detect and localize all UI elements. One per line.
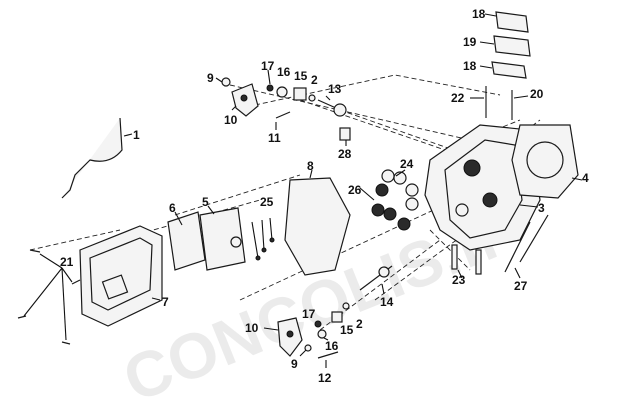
part-28-adjuster: [339, 127, 351, 146]
label-22: 22: [451, 91, 465, 105]
part-9-screw-top: [215, 77, 231, 87]
part-16-ring-bottom: [317, 329, 329, 341]
label-13: 13: [328, 82, 342, 96]
label-1: 1: [133, 128, 140, 142]
label-12: 12: [318, 371, 332, 385]
part-23-dowels: [451, 244, 482, 279]
label-24: 24: [400, 157, 414, 171]
part-17-shim-bottom: [314, 320, 322, 328]
label-18: 18: [472, 7, 486, 21]
label-21: 21: [60, 255, 74, 269]
part-18-flange-top: [484, 11, 529, 33]
label-17: 17: [302, 307, 316, 321]
label-20: 20: [530, 87, 544, 101]
label-6: 6: [169, 201, 176, 215]
label-25: 25: [260, 195, 274, 209]
part-26-valve-keepers: [359, 183, 411, 231]
label-19: 19: [463, 35, 477, 49]
label-16: 16: [277, 65, 291, 79]
label-3: 3: [538, 201, 545, 215]
part-7-head-cover: [79, 225, 163, 327]
part-9-screw-bottom: [299, 344, 312, 357]
label-10: 10: [245, 321, 259, 335]
part-12-pin-bottom: [317, 351, 339, 368]
part-21-cover-bolts: [17, 249, 81, 345]
label-9: 9: [291, 357, 298, 371]
label-28: 28: [338, 147, 352, 161]
label-2: 2: [311, 73, 318, 87]
label-15: 15: [340, 323, 354, 337]
part-4-head-gasket: [511, 124, 583, 199]
label-15: 15: [294, 69, 308, 83]
label-11: 11: [268, 131, 281, 145]
label-8: 8: [307, 159, 314, 173]
part-25-bolts: [251, 217, 275, 261]
part-2-washer-bottom: [342, 302, 350, 310]
part-3-cylinder-head: [424, 124, 541, 251]
part-14-rocker-shaft-bottom: [359, 265, 393, 295]
part-6-plate: [167, 211, 206, 271]
part-5-plate: [199, 205, 246, 271]
label-9: 9: [207, 71, 214, 85]
label-4: 4: [582, 171, 589, 185]
part-22-stud: [470, 86, 487, 118]
label-7: 7: [162, 295, 169, 309]
label-5: 5: [202, 195, 209, 209]
part-labels: 1 2 2 3 4 5 6 7 8 9 9 10 10 11 12 13 14 …: [60, 7, 589, 385]
part-1-breather-hose: [61, 117, 133, 199]
label-27: 27: [514, 279, 528, 293]
label-23: 23: [452, 273, 466, 287]
part-2-washer-top: [308, 94, 316, 102]
part-18-flange-bottom: [479, 61, 527, 79]
part-24-valve-washers: [381, 169, 419, 211]
part-16-ring-top: [276, 86, 288, 98]
part-10-rocker-bottom: [263, 317, 303, 357]
part-10-rocker-top: [231, 83, 259, 117]
label-26: 26: [348, 183, 362, 197]
label-14: 14: [380, 295, 394, 309]
part-20-stud: [511, 90, 529, 120]
part-15-spring-bottom: [331, 311, 343, 323]
label-10: 10: [224, 113, 238, 127]
part-27-long-bolts: [504, 214, 549, 279]
part-8-gasket: [284, 169, 351, 276]
label-2: 2: [356, 317, 363, 331]
label-17: 17: [261, 59, 275, 73]
part-11-pin: [275, 111, 291, 130]
part-15-spring-top: [293, 87, 307, 101]
label-16: 16: [325, 339, 339, 353]
part-19-flange: [479, 35, 531, 57]
label-18: 18: [463, 59, 477, 73]
part-17-shim-top: [266, 69, 274, 92]
part-13-rocker-shaft: [317, 95, 347, 117]
